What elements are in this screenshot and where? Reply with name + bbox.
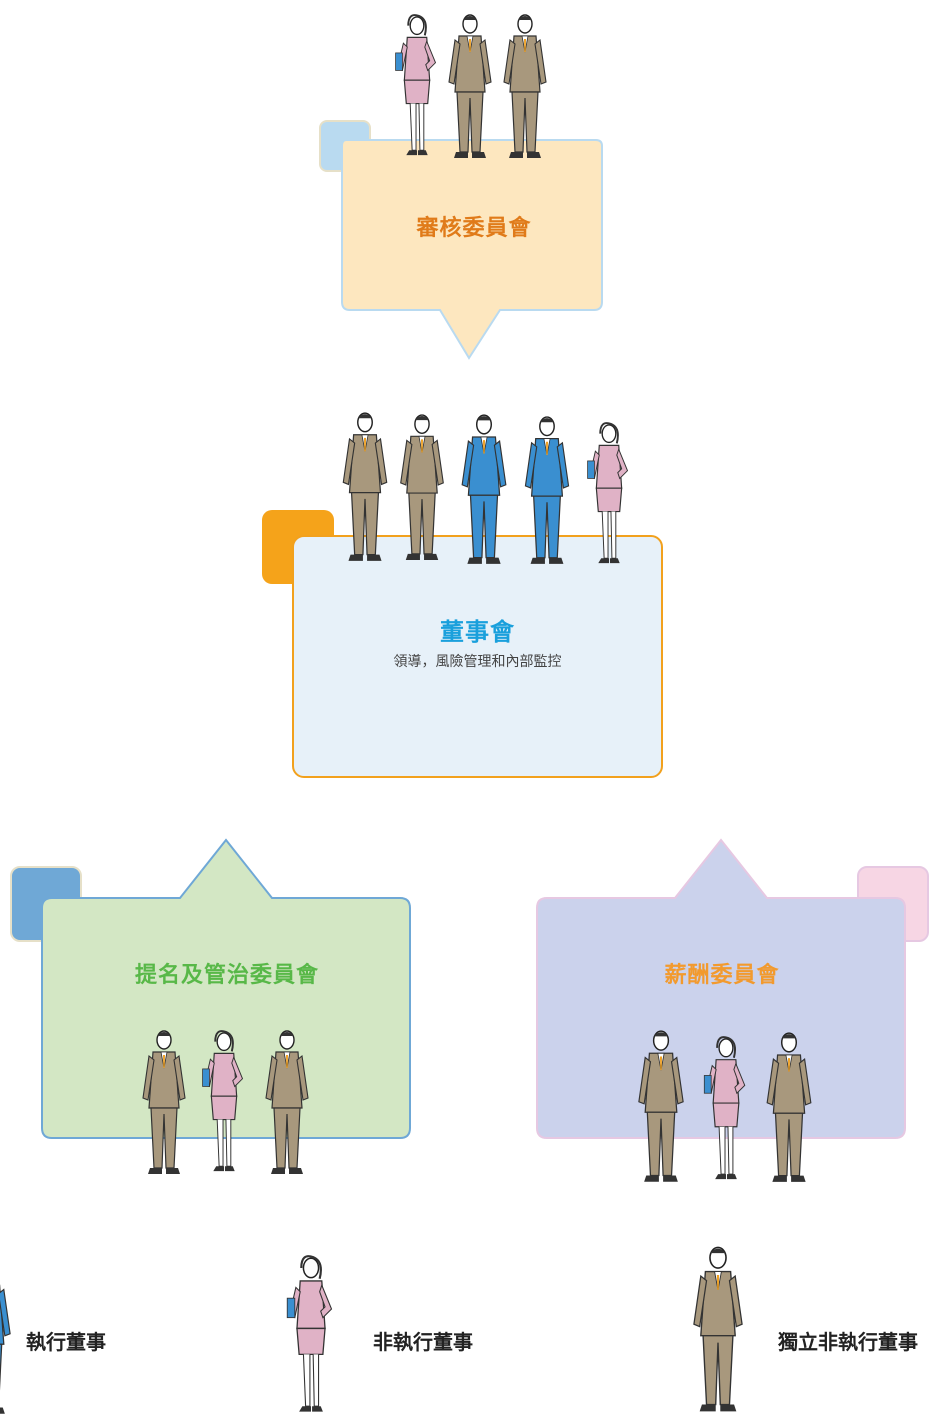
woman-pink-suit-icon — [388, 14, 446, 160]
remuneration-title: 薪酬委員會 — [664, 963, 780, 988]
board-title: 董事會 — [440, 618, 515, 646]
woman-pink-suit-icon — [698, 1036, 754, 1184]
man-khaki-suit-icon — [760, 1030, 818, 1186]
man-khaki-suit-icon — [258, 1028, 316, 1178]
man-khaki-suit-icon — [632, 1028, 690, 1186]
man-blue-suit-icon — [452, 412, 516, 568]
woman-pink-suit-icon — [580, 422, 638, 568]
audit-committee-callout — [341, 139, 603, 360]
man-blue-suit-icon — [517, 414, 577, 568]
man-blue-suit-icon — [0, 1260, 16, 1418]
board-subtitle: 領導，風險管理和內部監控 — [393, 654, 562, 670]
legend-executive-director: 執行董事 — [26, 1330, 106, 1354]
nomination-callout — [41, 838, 411, 1139]
remuneration-callout — [536, 838, 906, 1139]
man-khaki-suit-icon — [392, 412, 452, 564]
audit-committee-title: 審核委員會 — [416, 216, 532, 241]
nomination-title: 提名及管治委員會 — [134, 963, 319, 988]
man-khaki-suit-icon — [688, 1244, 748, 1416]
woman-pink-suit-icon — [196, 1030, 252, 1176]
man-khaki-suit-icon — [440, 12, 500, 162]
man-khaki-suit-icon — [495, 12, 555, 162]
man-khaki-suit-icon — [335, 410, 395, 565]
board-box — [292, 535, 663, 778]
woman-pink-suit-icon — [282, 1255, 340, 1417]
legend-non-executive-director: 非執行董事 — [373, 1330, 473, 1354]
legend-independent-non-executive-director: 獨立非執行董事 — [778, 1330, 918, 1354]
man-khaki-suit-icon — [135, 1028, 193, 1178]
